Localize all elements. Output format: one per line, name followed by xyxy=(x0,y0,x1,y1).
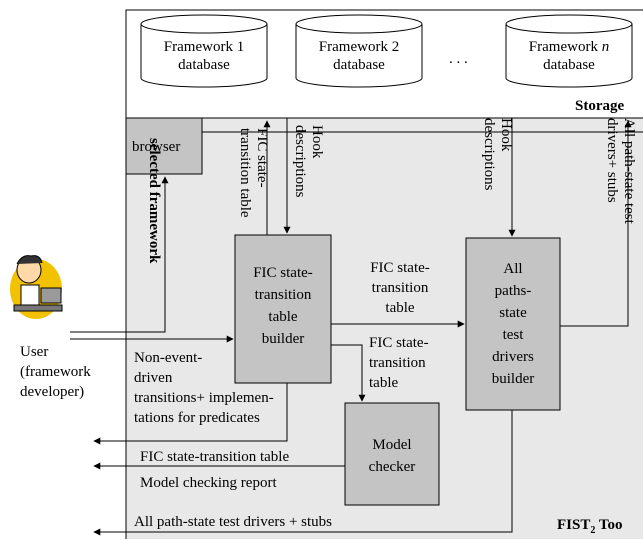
model-checking-report-label: Model checking report xyxy=(140,475,277,491)
ellipsis: . . . xyxy=(449,51,468,67)
db-2-name: Framework 2 xyxy=(318,39,400,55)
model-checker-label: Model checker xyxy=(368,437,416,475)
db-2-type: database xyxy=(333,57,385,73)
all-paths-builder-box xyxy=(465,237,561,411)
user-label: User (framework developer) xyxy=(20,344,91,400)
database-cylinder-n xyxy=(505,14,633,88)
database-cylinder-2 xyxy=(295,14,423,88)
browser-label: browser xyxy=(132,139,181,155)
arrow-nonevent-out xyxy=(93,383,288,445)
non-event-label: Non-event- driven transitions+ implemen-… xyxy=(134,350,274,426)
all-paths-out-label: All path-state test drivers + stubs xyxy=(134,514,333,530)
storage-label: Storage xyxy=(575,98,625,114)
db-1-name: Framework 1 xyxy=(163,39,245,55)
arrow-fic-to-checker xyxy=(331,344,366,402)
fic-to-checker-label: FIC state- transition table xyxy=(369,335,429,391)
browser-box xyxy=(125,117,203,175)
all-paths-builder-label: All paths- state test drivers builder xyxy=(491,261,535,387)
db-n-type: database xyxy=(543,57,595,73)
fic-builder-label: FIC state- transition table builder xyxy=(253,265,313,347)
db-n-label: Framework n database xyxy=(506,38,632,74)
db-1-label: Framework 1 database xyxy=(141,38,267,74)
model-checker-box xyxy=(344,402,440,506)
fic-to-allpaths-label: FIC state- transition table xyxy=(370,260,430,316)
arrow-allpaths-to-storage xyxy=(560,120,632,327)
db-n-name: Framework n xyxy=(528,39,610,55)
user-figure-icon xyxy=(10,255,63,319)
arrow-allpaths-out xyxy=(93,410,513,536)
fic-builder-box xyxy=(234,234,332,384)
db-2-label: Framework 2 database xyxy=(296,38,422,74)
selected-framework-label: selected framework xyxy=(146,138,162,264)
db-1-type: database xyxy=(178,57,230,73)
arrow-user-to-browser xyxy=(70,176,169,333)
database-cylinder-1 xyxy=(140,14,268,88)
fic-table-out-label: FIC state-transition table xyxy=(140,449,290,465)
tool-label: FIST2 Too xyxy=(557,517,623,536)
fic-table-vertical-label: FIC state-transition table xyxy=(237,128,270,218)
